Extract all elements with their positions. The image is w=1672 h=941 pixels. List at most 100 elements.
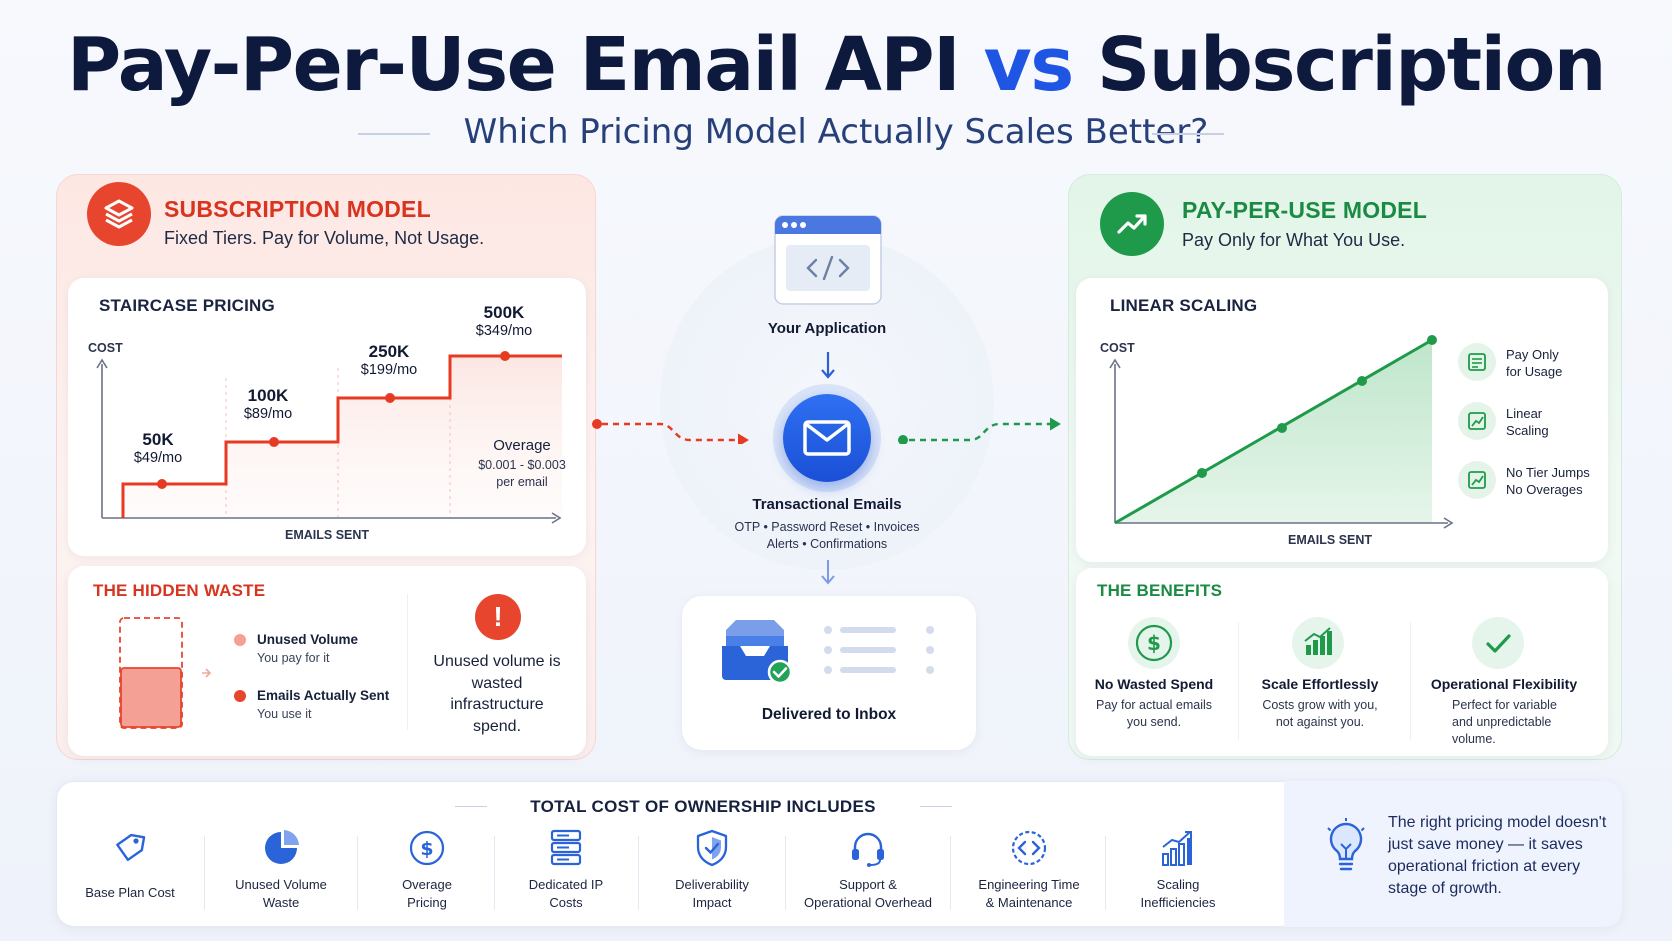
warning-icon: ! <box>475 594 521 640</box>
trend-up-icon <box>1458 461 1496 499</box>
tier-label-3: 250K $199/mo <box>344 342 434 378</box>
hidden-waste-title: THE HIDDEN WASTE <box>93 581 266 600</box>
tco-divider <box>494 836 495 910</box>
check-icon <box>1472 617 1524 669</box>
feature-line: Scaling <box>1506 423 1549 438</box>
tco-label-line: Support & <box>839 877 897 892</box>
tco-item-base-plan: Base Plan Cost <box>55 826 205 902</box>
legend-sent-sub: You use it <box>257 707 312 721</box>
legend-unused-label: Unused Volume <box>257 632 359 647</box>
overage-range: $0.001 - $0.003 <box>478 458 566 472</box>
waste-divider <box>407 594 408 730</box>
staircase-x-label: EMAILS SENT <box>285 528 370 542</box>
pay-per-use-title: PAY-PER-USE MODEL <box>1182 197 1427 223</box>
linear-chart <box>1109 335 1454 529</box>
tier-price: $349/mo <box>475 323 533 339</box>
linear-y-label: COST <box>1100 341 1135 355</box>
tco-item-deliverability: Deliverability Impact <box>637 826 787 912</box>
title-vs: vs <box>983 22 1074 108</box>
tco-divider <box>638 836 639 910</box>
benefit-line: Costs grow with you, <box>1262 698 1378 712</box>
shield-icon <box>637 826 787 870</box>
feature-line: Pay Only <box>1506 347 1559 362</box>
benefit-title: Scale Effortlessly <box>1261 676 1379 692</box>
benefit-title: No Wasted Spend <box>1094 676 1214 692</box>
bar-chart-icon <box>1292 617 1344 669</box>
benefit-line: not against you. <box>1275 715 1365 729</box>
staircase-title: STAIRCASE PRICING <box>99 296 275 315</box>
tco-label-line: Overage <box>402 877 452 892</box>
linear-point-3 <box>1357 376 1367 386</box>
tco-label-line: Costs <box>549 895 583 910</box>
pay-per-use-subtitle: Pay Only for What You Use. <box>1182 230 1406 250</box>
benefits-title: THE BENEFITS <box>1097 581 1223 600</box>
linear-line <box>1114 338 1433 525</box>
linear-point-1 <box>1197 468 1207 478</box>
mail-label: Transactional Emails <box>752 496 902 513</box>
tco-label-line: & Maintenance <box>985 895 1073 910</box>
benefit-line: you send. <box>1126 715 1182 729</box>
server-icon <box>491 826 641 870</box>
tco-label-line: Scaling <box>1156 877 1200 892</box>
tco-rule-left <box>455 806 487 807</box>
benefit-flexibility: Operational Flexibility Perfect for vari… <box>1414 676 1594 748</box>
quote-text: The right pricing model doesn't just sav… <box>1388 814 1607 897</box>
feature-line: for Usage <box>1506 364 1563 379</box>
feature-line: Linear <box>1506 406 1543 421</box>
tco-label-line: Impact <box>692 895 732 910</box>
benefit-divider <box>1410 622 1411 740</box>
feature-line: No Tier Jumps <box>1506 465 1590 480</box>
pie-chart-icon <box>206 826 356 870</box>
unused-volume-dot <box>234 634 246 646</box>
emails-sent-dot <box>234 690 246 702</box>
title-part-1: Pay-Per-Use Email API <box>67 22 961 108</box>
tier-label-1: 50K $49/mo <box>118 430 198 466</box>
legend-unused-sub: You pay for it <box>257 651 330 665</box>
dollar-icon: $ <box>352 826 502 870</box>
tco-item-scaling: Scaling Inefficiencies <box>1103 826 1253 912</box>
wasted-volume-gauge <box>119 617 212 729</box>
lightbulb-icon <box>1327 818 1365 871</box>
benefit-scale: Scale Effortlessly Costs grow with you, … <box>1240 676 1400 731</box>
tco-divider <box>204 836 205 910</box>
svg-text:$: $ <box>1147 631 1161 655</box>
inbox-label: Delivered to Inbox <box>761 706 897 723</box>
tco-label-line: Operational Overhead <box>804 895 932 910</box>
overage-unit: per email <box>496 475 548 489</box>
tco-divider <box>1105 836 1106 910</box>
connector-left <box>592 419 749 444</box>
tier-point-1 <box>157 479 167 489</box>
tco-divider <box>785 836 786 910</box>
app-label: Your Application <box>767 320 887 337</box>
feature-usage: Pay Only for Usage <box>1506 346 1562 380</box>
tco-label-line: Engineering Time <box>978 877 1080 892</box>
tco-title: TOTAL COST OF OWNERSHIP INCLUDES <box>530 797 876 816</box>
subscription-title: SUBSCRIPTION MODEL <box>164 196 431 222</box>
tier-volume: 100K <box>247 386 289 405</box>
tco-label-line: Waste <box>262 895 300 910</box>
tier-volume: 50K <box>142 430 174 449</box>
linear-title: LINEAR SCALING <box>1110 296 1258 315</box>
waste-message: Unused volume is wasted infrastructure s… <box>433 653 561 735</box>
stack-icon <box>87 182 151 246</box>
tco-item-overage: $ Overage Pricing <box>352 826 502 912</box>
subtitle-rule-left <box>358 133 430 135</box>
tier-volume: 500K <box>483 303 525 322</box>
mail-icon <box>783 394 871 482</box>
linear-point-2 <box>1277 423 1287 433</box>
tier-label-4: 500K $349/mo <box>459 303 549 339</box>
benefit-line: and unpredictable <box>1452 715 1552 729</box>
tco-label-line: Dedicated IP <box>528 877 604 892</box>
linear-x-label: EMAILS SENT <box>1288 533 1373 547</box>
mail-types-line-2: Alerts • Confirmations <box>766 537 888 551</box>
page-subtitle: Which Pricing Model Actually Scales Bett… <box>463 112 1209 152</box>
subscription-subtitle: Fixed Tiers. Pay for Volume, Not Usage. <box>164 228 485 248</box>
page-title: Pay-Per-Use Email API vs Subscription <box>0 22 1672 108</box>
tco-item-engineering: Engineering Time & Maintenance <box>953 826 1105 912</box>
tier-label-2: 100K $89/mo <box>228 386 308 422</box>
tco-item-support: Support & Operational Overhead <box>786 826 950 912</box>
arrow-down-2 <box>821 560 835 585</box>
legend-sent-label: Emails Actually Sent <box>257 688 390 703</box>
feature-no-tiers: No Tier Jumps No Overages <box>1506 464 1590 498</box>
browser-icon <box>774 215 882 305</box>
